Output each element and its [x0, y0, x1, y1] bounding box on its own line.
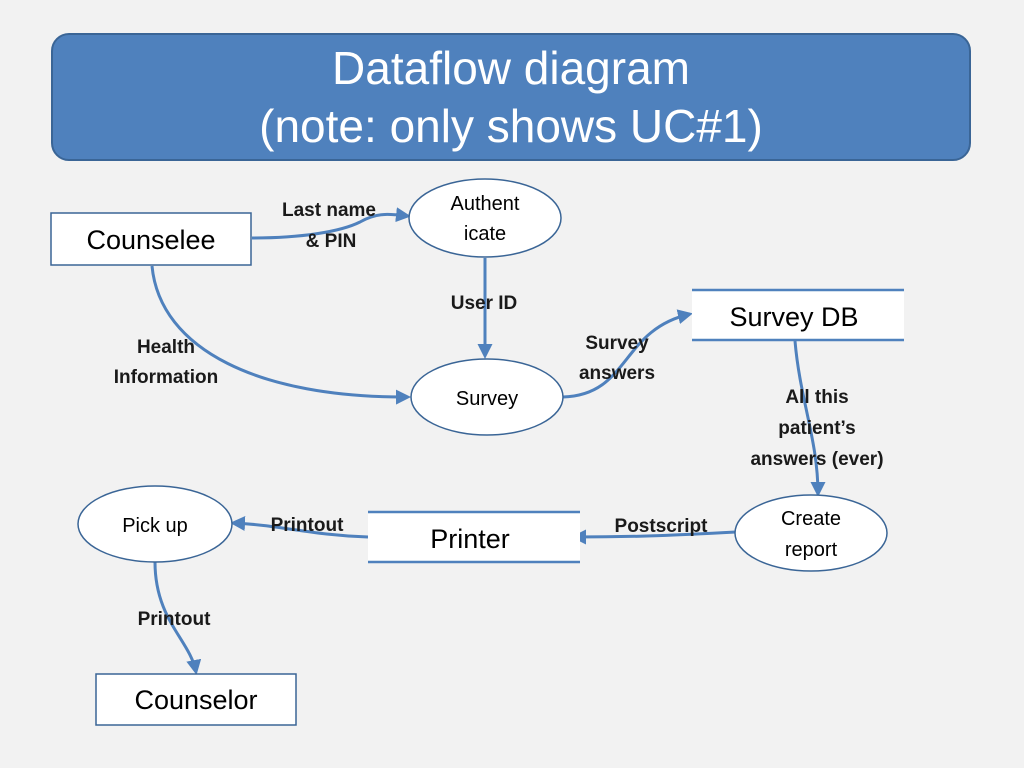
printer-store: Printer [368, 510, 580, 564]
flow-label-all-answers-3: answers (ever) [750, 449, 883, 470]
counselor-label: Counselor [134, 685, 257, 715]
flow-label-all-answers-1: All this [785, 387, 848, 408]
flow-printer-to-pickup [230, 516, 369, 539]
survey-db-label: Survey DB [729, 302, 858, 332]
flow-label-health-1: Health [137, 337, 195, 358]
flow-label-last-name-2: & PIN [306, 231, 357, 252]
survey-label: Survey [456, 388, 518, 410]
title-line-2: (note: only shows UC#1) [259, 100, 763, 152]
flow-label-user-id: User ID [451, 293, 518, 314]
survey-db-store: Survey DB [692, 288, 904, 342]
survey-process: Survey [410, 358, 564, 436]
counselee-entity: Counselee [50, 212, 252, 266]
flow-surveydb-to-createreport [793, 340, 826, 497]
counselee-label: Counselee [86, 225, 215, 255]
flow-createreport-to-printer [571, 529, 737, 545]
flow-survey-to-surveydb [562, 309, 693, 399]
authenticate-label-2: icate [464, 223, 506, 245]
counselor-entity: Counselor [95, 673, 297, 726]
create-report-label-1: Create [781, 508, 841, 530]
authenticate-process: Authent icate [408, 178, 562, 258]
flow-counselee-to-survey [150, 265, 411, 405]
pick-up-label: Pick up [122, 515, 188, 537]
flow-label-all-answers-2: patient’s [778, 418, 855, 439]
flow-label-health-2: Information [114, 367, 219, 388]
flow-pickup-to-counselor [153, 561, 202, 675]
flow-label-last-name-1: Last name [282, 200, 376, 221]
title-banner: Dataflow diagram (note: only shows UC#1) [51, 33, 971, 161]
flow-counselee-to-authenticate [251, 207, 411, 240]
flow-label-survey-answers-2: answers [579, 363, 655, 384]
create-report-process: Create report [734, 494, 888, 572]
create-report-label-2: report [785, 539, 838, 561]
authenticate-label-1: Authent [451, 193, 520, 215]
flow-label-survey-answers-1: Survey [585, 333, 649, 354]
flow-label-postscript: Postscript [615, 516, 709, 537]
flow-label-printout-1: Printout [271, 515, 344, 536]
flow-label-printout-2: Printout [138, 609, 211, 630]
title-line-1: Dataflow diagram [332, 42, 690, 94]
printer-label: Printer [430, 524, 510, 554]
pick-up-process: Pick up [77, 485, 233, 563]
